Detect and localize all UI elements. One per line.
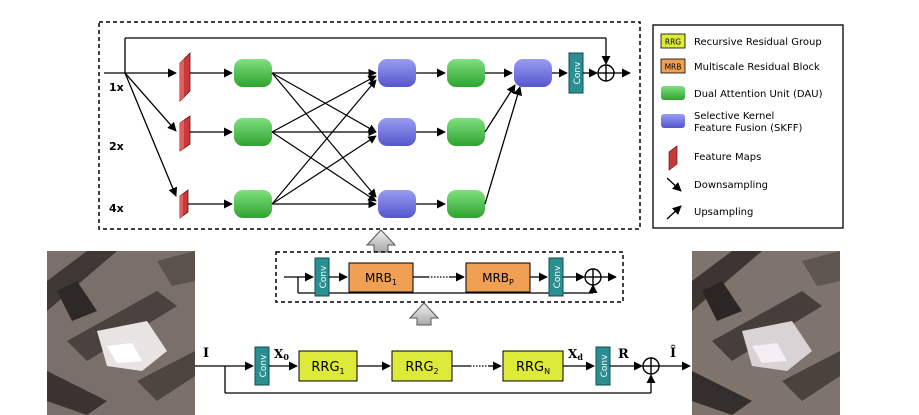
legend-item-rrg: RRG Recursive Residual Group: [660, 33, 822, 49]
output-label: Î: [670, 345, 676, 361]
msb-dashed-box: [98, 21, 641, 230]
svg-text:Conv: Conv: [259, 354, 269, 377]
output-image: [692, 251, 840, 415]
rrg-2: RRG2: [391, 350, 453, 382]
mrb-1: MRB1: [348, 262, 414, 293]
svg-text:Feature Fusion (SKFF): Feature Fusion (SKFF): [694, 123, 802, 134]
svg-text:RRGN: RRGN: [516, 360, 550, 376]
dau-2x-b: [447, 118, 485, 146]
legend-item-mrb: MRB Multiscale Residual Block: [660, 58, 820, 74]
skff-2x-a: [378, 118, 416, 146]
rrg-n: RRGN: [502, 350, 564, 382]
dau-1x-a: [234, 59, 272, 87]
dau-4x-b: [447, 190, 485, 218]
rrg-dashed-box: [275, 251, 624, 303]
xd-label: Xd: [568, 347, 583, 362]
dau-1x-b: [447, 59, 485, 87]
svg-text:MRBP: MRBP: [482, 271, 514, 287]
r-label: R: [618, 347, 629, 362]
input-image: [47, 251, 195, 415]
conv-main-in: Conv: [254, 346, 270, 386]
svg-text:RRG2: RRG2: [405, 360, 438, 376]
svg-text:Conv: Conv: [553, 265, 563, 288]
scale-label-4x: 4x: [109, 202, 124, 215]
mrb-p: MRBP: [465, 262, 531, 293]
legend-item-downsampling: Downsampling: [666, 177, 768, 192]
legend-item-dau: Dual Attention Unit (DAU): [661, 86, 823, 100]
svg-text:RRG: RRG: [665, 38, 681, 47]
x0-label: X0: [274, 347, 289, 362]
scale-label-1x: 1x: [109, 81, 124, 94]
svg-text:MRB: MRB: [665, 63, 682, 72]
svg-text:Conv: Conv: [573, 61, 583, 84]
svg-text:Downsampling: Downsampling: [694, 180, 768, 191]
svg-text:Conv: Conv: [319, 265, 329, 288]
dau-2x-a: [234, 118, 272, 146]
input-label: I: [203, 346, 209, 361]
svg-text:MRB1: MRB1: [365, 271, 397, 287]
sum-main: [642, 357, 660, 375]
rrg-1: RRG1: [298, 350, 358, 382]
svg-text:Conv: Conv: [600, 354, 610, 377]
sum-msb: [597, 64, 615, 82]
expand-arrow-rrg: [408, 302, 440, 326]
skff-final: [514, 59, 552, 87]
dau-4x-a: [234, 190, 272, 218]
skff-4x-a: [378, 190, 416, 218]
conv-msb: Conv: [568, 52, 584, 94]
svg-text:Multiscale Residual Block: Multiscale Residual Block: [694, 62, 820, 73]
skff-1x-a: [378, 59, 416, 87]
svg-text:Dual Attention Unit (DAU): Dual Attention Unit (DAU): [694, 89, 823, 100]
expand-arrow-mrb: [365, 229, 397, 253]
scale-label-2x: 2x: [109, 140, 124, 153]
legend-item-feature-maps: Feature Maps: [668, 145, 761, 171]
svg-text:Upsampling: Upsampling: [694, 207, 753, 218]
legend-item-upsampling: Upsampling: [666, 205, 753, 220]
legend-item-skff: Selective Kernel Feature Fusion (SKFF): [661, 111, 802, 134]
svg-text:RRG1: RRG1: [311, 360, 344, 376]
feature-map-1x: [179, 52, 191, 102]
feature-map-2x: [179, 115, 191, 152]
conv-main-out: Conv: [595, 346, 611, 386]
svg-text:Recursive Residual Group: Recursive Residual Group: [694, 37, 822, 48]
sum-rrg: [584, 268, 602, 286]
conv-rrg-in: Conv: [314, 257, 330, 297]
legend-box: [652, 24, 844, 229]
feature-map-4x: [179, 189, 189, 219]
svg-text:Selective Kernel: Selective Kernel: [694, 111, 774, 122]
svg-text:Feature Maps: Feature Maps: [694, 152, 761, 163]
conv-rrg-out: Conv: [548, 257, 564, 297]
